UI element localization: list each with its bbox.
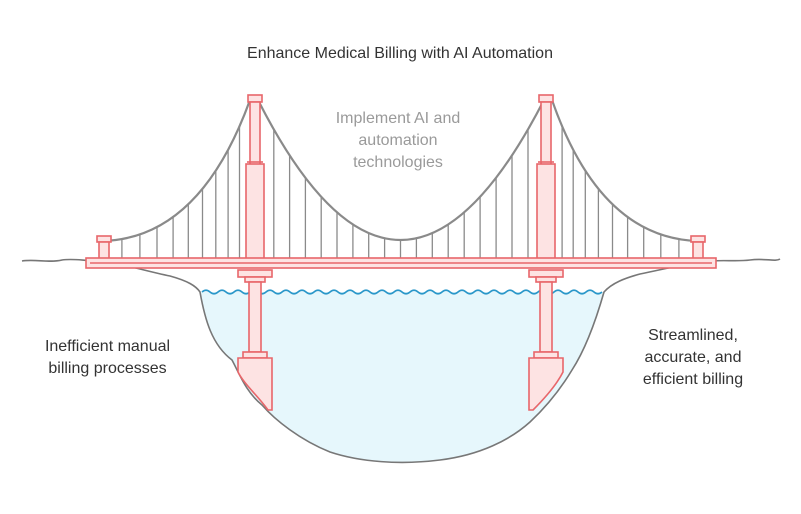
tower-left — [237, 94, 273, 411]
ground-outline — [21, 258, 781, 464]
current-state-label: Inefficient manual billing processes — [20, 336, 195, 380]
solution-line: Implement AI and — [335, 110, 461, 127]
current-state-line: billing processes — [48, 360, 167, 377]
bridge-deck — [85, 257, 717, 269]
future-state-label: Streamlined, accurate, and efficient bil… — [618, 325, 768, 391]
future-state-line: efficient billing — [642, 371, 744, 388]
main-cable-left — [102, 99, 252, 243]
end-post-right — [690, 235, 706, 262]
main-cable-right — [550, 99, 699, 243]
suspender-cables — [121, 126, 680, 258]
tower-right — [528, 94, 564, 411]
solution-line: technologies — [353, 154, 443, 171]
future-state-line: Streamlined, — [648, 327, 738, 344]
water-basin — [200, 292, 604, 463]
solution-label: Implement AI and automation technologies — [288, 108, 508, 174]
current-state-line: Inefficient manual — [44, 338, 171, 355]
main-cable-center — [257, 99, 545, 241]
diagram-title: Enhance Medical Billing with AI Automati… — [247, 45, 553, 62]
solution-line: automation — [358, 132, 438, 149]
future-state-line: accurate, and — [644, 349, 742, 366]
water-surface-wave — [201, 289, 603, 295]
